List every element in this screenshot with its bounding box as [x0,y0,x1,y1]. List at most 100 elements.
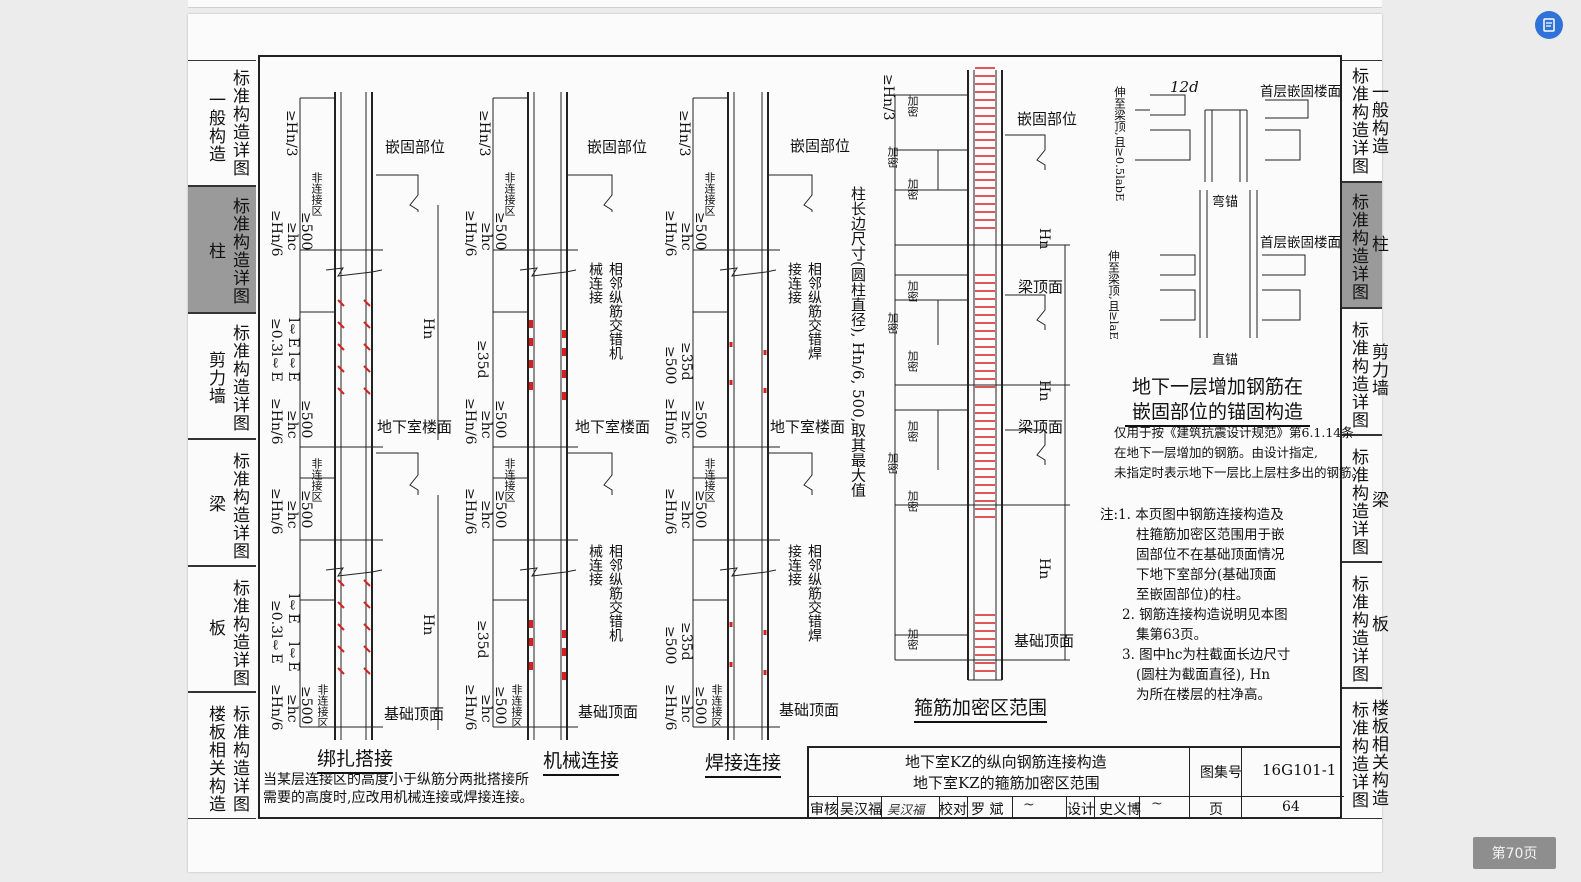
dim-label: 非连接区 [703,458,716,502]
note-line: 下地下室部分(基础顶面 [1136,567,1277,583]
designer-name: 史义博 [1099,802,1141,818]
dim-label: ≥Hn/6 [662,684,678,731]
dim-label: ≥500 [492,400,508,439]
rebar-mark [363,667,371,675]
left-tab-general[interactable]: 一般构造 标准构造详图 [188,60,256,186]
dim-label: ≥Hn/6 [268,398,284,445]
left-tab-shear-wall[interactable]: 剪力墙 标准构造详图 [188,313,256,439]
dim-label: ≥Hn/3 [283,110,299,157]
title-block: 地下室KZ的纵向钢筋连接构造 地下室KZ的箍筋加密区范围 图集号 16G101-… [807,746,1344,819]
tab-title: 板 [205,619,225,637]
rebar-mark [363,365,371,373]
bottom-note-1: 当某层连接区的高度小于纵筋分两批搭接所 [263,772,529,788]
tab-title: 楼板相关构造 [1368,699,1388,807]
left-tab-column[interactable]: 柱 标准构造详图 [188,186,256,313]
tab-title: 柱 [205,242,225,260]
rebar-mark [337,299,345,307]
note-line: 注:1. 本页图中钢筋连接构造及 [1100,507,1284,523]
note-line: (圆柱为截面直径), Hn [1136,667,1271,683]
dim-label: ≥hc [284,500,300,529]
dim-label: 非连接区 [503,458,516,502]
dim-label: ≥Hn/3 [476,110,492,157]
caption-welded: 焊接连接 [705,748,782,778]
label-beam-top: 梁顶面 [1018,278,1064,296]
rebar-mark [363,579,371,587]
tab-title: 一般构造 [205,91,225,163]
tab-title: 板 [1368,615,1388,633]
dim-label: ≥0.3lℓE [268,318,284,382]
dense-label: 加密 [906,628,919,650]
dim-label: ≥500 [692,686,708,725]
dim-label: ≥500 [662,346,678,385]
rebar-mark [337,365,345,373]
dense-label: 加密 [886,312,899,334]
dim-label: ≥hc [478,500,494,529]
dim-label: ≥hc [284,410,300,439]
anchor-explain-2: 在地下一层增加的钢筋。由设计指定, [1114,445,1318,460]
anchor-dim: 伸至梁顶,且≥laE [1107,250,1121,340]
reviewer-signature: 吴汉福 [887,802,925,817]
anchor-explain-1: 仅用于按《建筑抗震设计规范》第6.1.14条 [1114,425,1354,440]
check-label: 校对 [939,802,967,818]
label-first-floor: 首层嵌固楼面 [1260,235,1341,251]
tab-sub: 标准构造详图 [1348,321,1368,429]
dim-label: lℓE [285,318,301,348]
left-tab-slab[interactable]: 板 标准构造详图 [188,566,256,692]
dim-label: ≥500 [298,490,314,529]
caption-mechanical: 机械连接 [543,746,620,776]
drawing-frame [258,55,1342,819]
dim-label: lℓE [285,642,301,672]
tab-title: 柱 [1368,235,1388,253]
dim-label: ≥hc [478,410,494,439]
document-convert-icon[interactable] [1535,11,1563,39]
label-foundation-top: 基础顶面 [384,705,445,723]
note-line: 柱箍筋加密区范围用于嵌 [1136,527,1285,543]
atlas-number: 16G101-1 [1262,761,1337,779]
dim-label: ≥500 [298,400,314,439]
dim-label: ≥Hn/3 [880,74,896,121]
tab-sub: 标准构造详图 [1348,701,1368,809]
label-basement-floor: 地下室楼面 [377,418,453,436]
dim-label: ≥Hn/6 [268,684,284,731]
checker-name: 罗 斌 [971,802,1004,818]
rebar-mark [337,321,345,329]
dim-label: ≥Hn/6 [462,488,478,535]
tab-title: 剪力墙 [205,351,225,405]
reviewer-name: 吴汉福 [840,802,882,818]
left-tab-beam[interactable]: 梁 标准构造详图 [188,439,256,566]
tab-sub: 标准构造详图 [229,579,249,687]
dim-label: ≥500 [298,686,314,725]
page-number: 64 [1282,799,1300,815]
dense-label: 加密 [906,420,919,442]
dim-label: 非连接区 [510,684,523,728]
left-tab-slab-related[interactable]: 楼板相关构造 标准构造详图 [188,692,256,819]
dim-label: Hn [420,614,436,636]
rebar-mark [363,321,371,329]
dim-label: 非连接区 [310,458,323,502]
review-label: 审核 [810,802,838,818]
page-indicator[interactable]: 第70页 [1473,837,1556,869]
label-foundation-top: 基础顶面 [1014,632,1075,650]
label-first-floor: 首层嵌固楼面 [1260,84,1341,100]
dim-label: ≥500 [692,400,708,439]
right-tab-shear-wall[interactable]: 标准构造详图 剪力墙 [1340,308,1388,435]
dim-label: ≥0.3lℓE [268,600,284,664]
label-basement-floor: 地下室楼面 [770,418,846,436]
dim-label: ≥hc [478,222,494,251]
label-embed: 嵌固部位 [385,138,446,156]
dim-label: ≥500 [692,490,708,529]
dim-label: ≥hc [678,500,694,529]
dim-label: ≥Hn/6 [662,210,678,257]
dim-label: lℓE [285,352,301,382]
tab-sub: 标准构造详图 [229,197,249,305]
dim-label: lℓE [285,594,301,624]
dim-label: ≥Hn/6 [462,398,478,445]
dim-label: ≥hc [284,222,300,251]
tab-title: 梁 [205,495,225,513]
dim-label: ≥hc [478,694,494,723]
dim-label: ≥hc [678,410,694,439]
design-label: 设计 [1067,802,1095,818]
tab-sub: 标准构造详图 [229,452,249,560]
note-line: 为所在楼层的柱净高。 [1136,687,1271,703]
